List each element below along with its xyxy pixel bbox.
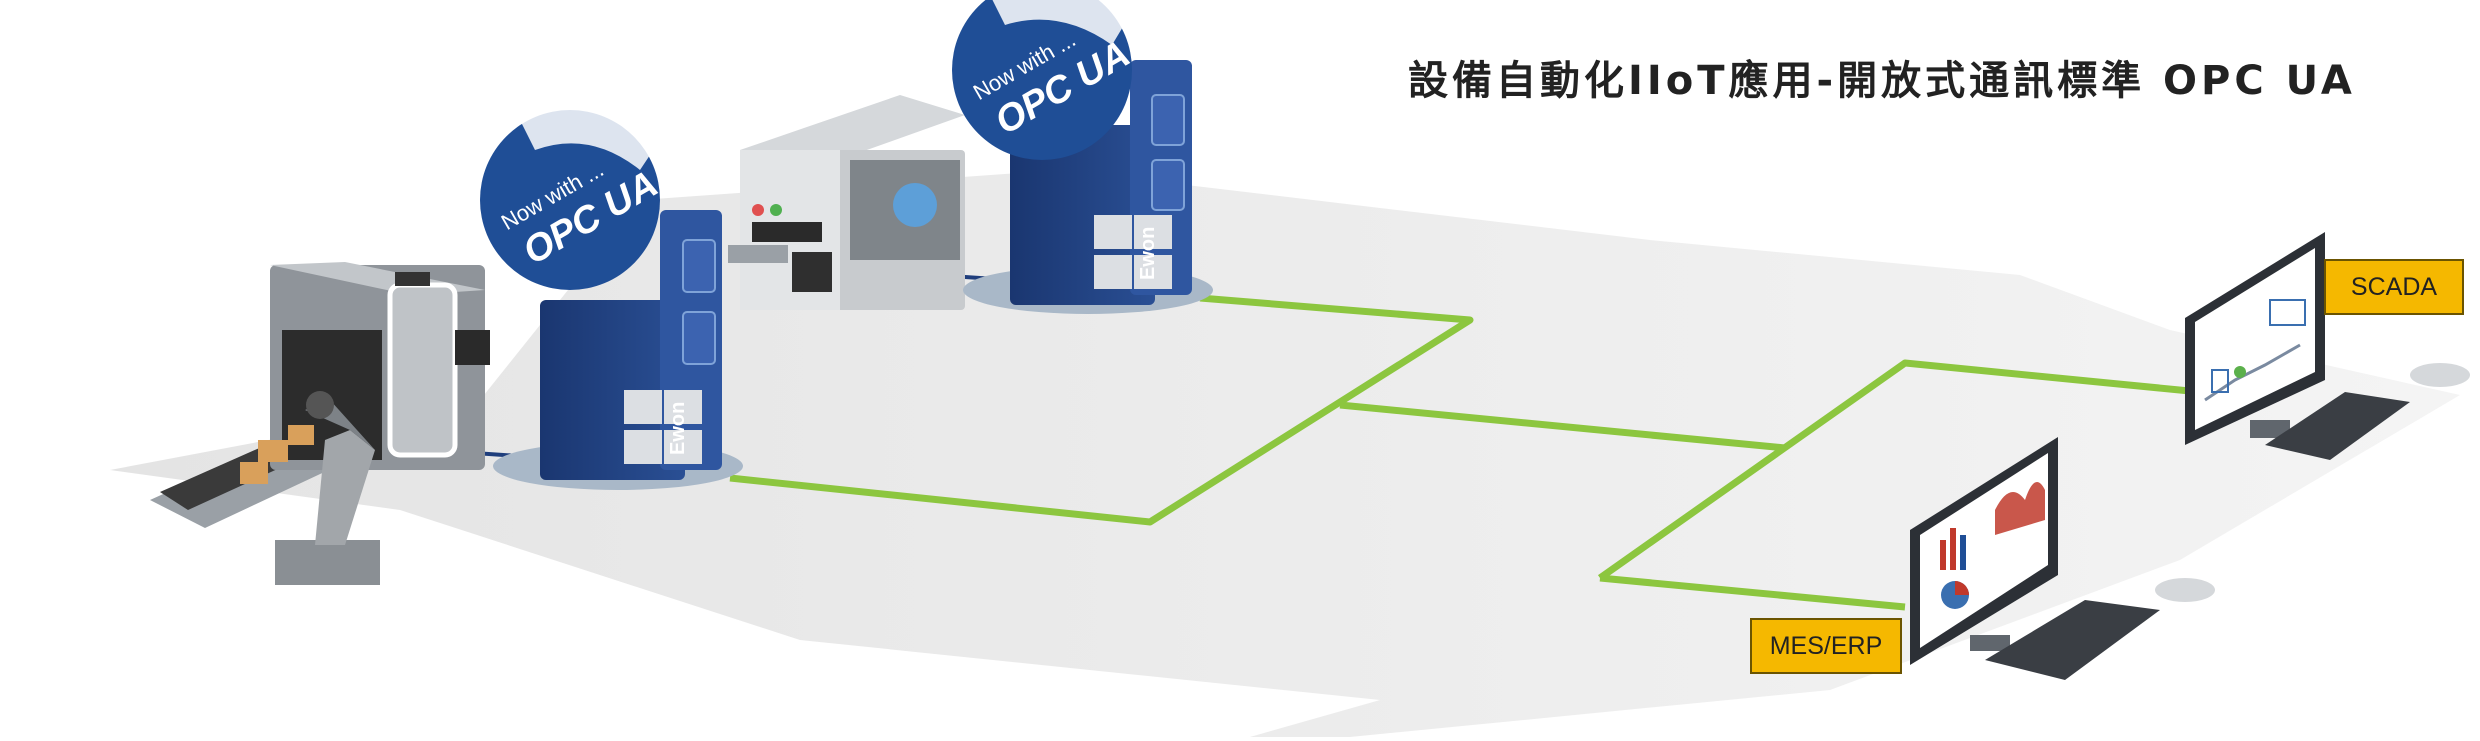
network-link-scada <box>1597 359 2201 581</box>
meserp-mouse <box>2155 578 2215 602</box>
gateway-device-2: Ewon <box>1010 60 1192 305</box>
robot-base <box>275 540 380 585</box>
scada-computer <box>2185 232 2470 460</box>
gateway2-brand-label: Ewon <box>1137 227 1159 280</box>
network-link-meserp <box>1599 574 1906 611</box>
gateway1-brand-label: Ewon <box>667 402 689 455</box>
meserp-keyboard <box>1985 600 2160 680</box>
network-link-gateway1 <box>729 294 1474 526</box>
diagram-title: 設備自動化IIoT應用-開放式通訊標準 OPC UA <box>1408 58 2356 104</box>
opcua-badge-1: Now with ... OPC UA <box>480 108 665 290</box>
machine-conveyor-robot <box>150 262 490 585</box>
opcua-badge-2: Now with ... OPC UA <box>952 0 1137 160</box>
meserp-label: MES/ERP <box>1750 618 1902 674</box>
network-links <box>729 294 2201 611</box>
scada-label: SCADA <box>2324 259 2464 315</box>
robot-arm <box>315 430 375 545</box>
scada-mouse <box>2410 363 2470 387</box>
network-link-backbone <box>1339 401 1786 452</box>
scada-keyboard <box>2265 392 2410 460</box>
scada-monitor-screen <box>2195 248 2315 430</box>
machine-cabinet <box>728 95 965 310</box>
meserp-computer <box>1910 437 2215 680</box>
gateway-device-1: Ewon <box>540 210 722 480</box>
